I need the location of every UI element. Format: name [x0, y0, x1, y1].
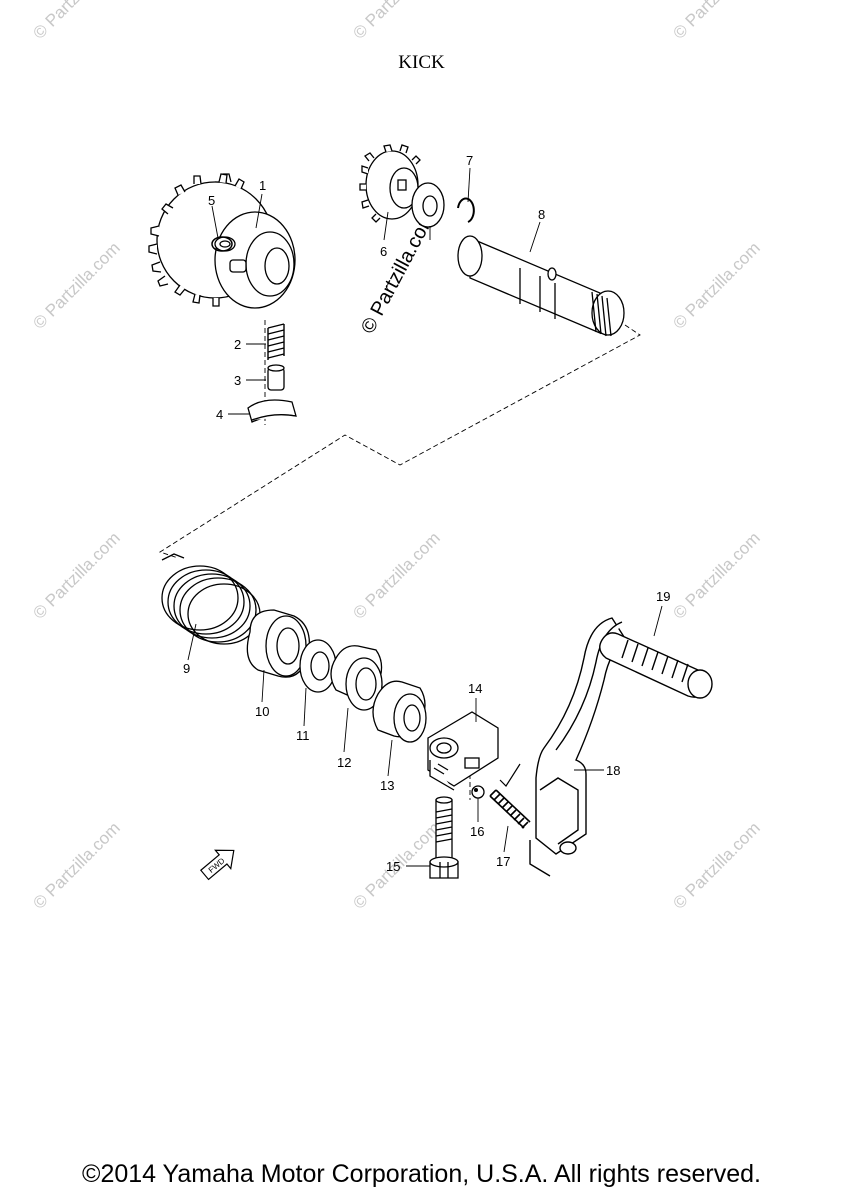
watermark: © Partzilla.com: [29, 238, 123, 332]
copyright-notice: ©2014 Yamaha Motor Corporation, U.S.A. A…: [82, 1160, 761, 1188]
callout-leaders: [187, 167, 663, 867]
callout-1: 1: [259, 178, 266, 193]
watermark: © Partzilla.com: [29, 818, 123, 912]
part-4-clip: [247, 399, 297, 423]
part-19-kick-grip: [599, 632, 713, 699]
callout-8: 8: [538, 207, 545, 222]
part-2-spring: [267, 323, 285, 360]
part-13-collar: [372, 680, 427, 743]
callout-17: 17: [496, 854, 510, 869]
callout-5: 5: [208, 193, 215, 208]
part-3-pin: [267, 364, 285, 391]
callout-3: 3: [234, 373, 241, 388]
part-16-ball: [471, 785, 485, 799]
callout-13: 13: [380, 778, 394, 793]
part-8-kick-shaft: [457, 235, 625, 337]
part-11-washer: [299, 639, 337, 693]
callout-6: 6: [380, 244, 387, 259]
watermark: © Partzilla.com: [349, 528, 443, 622]
callout-19: 19: [656, 589, 670, 604]
check-mark-icon: [499, 763, 521, 787]
watermark: © Partzilla.com: [669, 818, 763, 912]
fwd-arrow-icon: FWD: [199, 849, 235, 881]
diagram-title: KICK: [398, 52, 445, 73]
callout-4: 4: [216, 407, 223, 422]
part-6-washer: [411, 182, 445, 228]
callout-numbers: 1 2 3 4 5 6 7 8 9 10 11 12 13 14 15 16 1…: [183, 153, 670, 874]
callout-11: 11: [296, 728, 310, 743]
callout-9: 9: [183, 661, 190, 676]
part-1-kick-gear: [148, 173, 296, 309]
part-5-clip: [211, 236, 233, 252]
part-18-kick-crank: [529, 617, 627, 877]
part-10-collar: [246, 609, 311, 678]
watermark: © Partzilla.com: [669, 238, 763, 332]
callout-18: 18: [606, 763, 620, 778]
callout-12: 12: [337, 755, 351, 770]
part-14-kick-boss: [427, 711, 499, 791]
callout-2: 2: [234, 337, 241, 352]
callout-14: 14: [468, 681, 482, 696]
callout-15: 15: [386, 859, 400, 874]
callout-10: 10: [255, 704, 269, 719]
callout-16: 16: [470, 824, 484, 839]
part-12-bushing: [330, 645, 383, 711]
watermark: © Partzilla.com: [349, 0, 443, 43]
callout-7: 7: [466, 153, 473, 168]
part-15-bolt: [429, 796, 459, 879]
part-6-small-gear: [359, 144, 421, 223]
watermark: © Partzilla.com: [669, 0, 763, 43]
watermark-layer: © Partzilla.com © Partzilla.com © Partzi…: [29, 0, 763, 913]
watermark: © Partzilla.com: [29, 0, 123, 43]
part-17-spring: [489, 789, 531, 829]
watermark: © Partzilla.com: [669, 528, 763, 622]
part-7-circlip: [457, 197, 475, 223]
watermark: © Partzilla.com: [29, 528, 123, 622]
